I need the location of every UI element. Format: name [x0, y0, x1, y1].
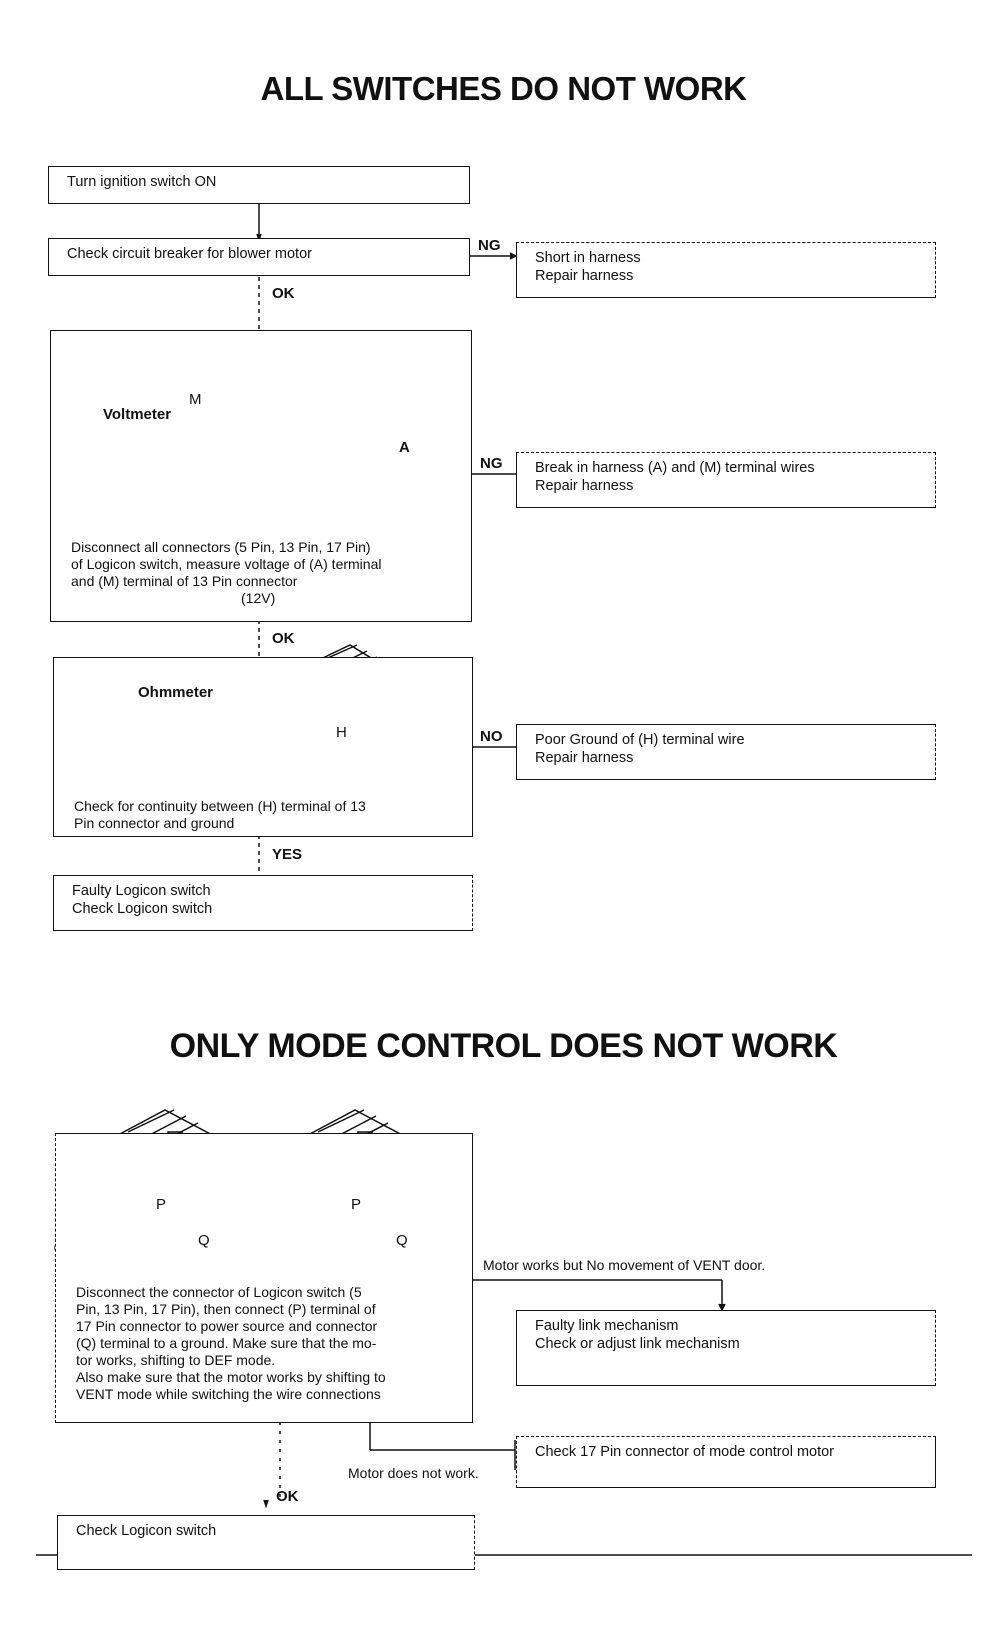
ok-label-2: OK: [272, 630, 295, 647]
step-ohmmeter-test: Ohmmeter H Check for continuity between …: [53, 657, 473, 837]
result-line-2: Repair harness: [535, 750, 634, 766]
caption-line-3: and (M) terminal of 13 Pin connector: [71, 573, 298, 589]
ohmmeter-label: Ohmmeter: [138, 684, 214, 701]
step-mode-motor-test: P Q P Q Disconnect the connector of Logi…: [55, 1133, 473, 1423]
ok-label-1: OK: [272, 285, 295, 302]
voltage-value: (12V): [241, 590, 276, 606]
step-text: Check Logicon switch: [76, 1523, 217, 1539]
step-line-1: Faulty Logicon switch: [72, 883, 211, 899]
section2-title: ONLY MODE CONTROL DOES NOT WORK: [169, 1027, 838, 1065]
result-line-1: Poor Ground of (H) terminal wire: [535, 732, 745, 748]
terminal-h-label: H: [336, 724, 347, 741]
terminal-q-label-2: Q: [396, 1232, 408, 1249]
result-text: Check 17 Pin connector of mode control m…: [535, 1444, 835, 1460]
step-faulty-logicon: Faulty Logicon switch Check Logicon swit…: [53, 875, 473, 931]
ohmmeter-caption: Check for continuity between (H) termina…: [74, 798, 366, 832]
result-line-2: Repair harness: [535, 478, 634, 494]
step-check-breaker: Check circuit breaker for blower motor: [48, 238, 470, 276]
result-line-1: Faulty link mechanism: [535, 1318, 679, 1334]
terminal-a-label: A: [399, 439, 410, 456]
branch-motor-not-work-label: Motor does not work.: [348, 1465, 479, 1481]
voltmeter-label: Voltmeter: [103, 406, 172, 423]
caption-line-1: Check for continuity between (H) termina…: [74, 798, 366, 814]
step-text: Turn ignition switch ON: [67, 174, 217, 190]
caption-line-1: Disconnect the connector of Logicon swit…: [76, 1284, 362, 1300]
caption-line-1: Disconnect all connectors (5 Pin, 13 Pin…: [71, 539, 371, 555]
result-short-harness: Short in harness Repair harness: [516, 242, 936, 298]
caption-line-2: of Logicon switch, measure voltage of (A…: [71, 556, 382, 572]
result-poor-ground: Poor Ground of (H) terminal wire Repair …: [516, 724, 936, 780]
result-line-1: Short in harness: [535, 250, 641, 266]
terminal-q-label-1: Q: [198, 1232, 210, 1249]
ng-label-2: NG: [480, 455, 503, 472]
caption-line-6: Also make sure that the motor works by s…: [76, 1369, 386, 1385]
ng-label-1: NG: [478, 237, 501, 254]
step-check-logicon: Check Logicon switch: [57, 1515, 475, 1570]
result-faulty-link: Faulty link mechanism Check or adjust li…: [516, 1310, 936, 1386]
result-line-2: Repair harness: [535, 268, 634, 284]
terminal-p-label-2: P: [351, 1196, 362, 1213]
no-label: NO: [480, 728, 503, 745]
yes-label: YES: [272, 846, 303, 863]
step-line-2: Check Logicon switch: [72, 901, 213, 917]
result-line-2: Check or adjust link mechanism: [535, 1336, 740, 1352]
section1-title: ALL SWITCHES DO NOT WORK: [260, 70, 747, 107]
step-text: Check circuit breaker for blower motor: [67, 246, 312, 262]
branch-motor-works-label: Motor works but No movement of VENT door…: [483, 1257, 766, 1273]
caption-line-4: (Q) terminal to a ground. Make sure that…: [76, 1335, 377, 1351]
voltmeter-caption: Disconnect all connectors (5 Pin, 13 Pin…: [71, 539, 381, 607]
terminal-m-label: M: [189, 391, 202, 408]
result-break-harness: Break in harness (A) and (M) terminal wi…: [516, 452, 936, 508]
step-voltmeter-test: Voltmeter M A Disconnect all connectors …: [50, 330, 472, 622]
result-check-17pin: Check 17 Pin connector of mode control m…: [516, 1436, 936, 1488]
step-turn-ignition: Turn ignition switch ON: [48, 166, 470, 204]
caption-line-2: Pin connector and ground: [74, 815, 235, 831]
terminal-p-label-1: P: [156, 1196, 167, 1213]
mode-test-caption: Disconnect the connector of Logicon swit…: [76, 1284, 386, 1403]
caption-line-2: Pin, 13 Pin, 17 Pin), then connect (P) t…: [76, 1301, 376, 1317]
caption-line-5: tor works, shifting to DEF mode.: [76, 1352, 276, 1368]
ok-label-3: OK: [276, 1488, 299, 1505]
caption-line-7: VENT mode while switching the wire conne…: [76, 1386, 381, 1402]
caption-line-3: 17 Pin connector to power source and con…: [76, 1318, 378, 1334]
result-line-1: Break in harness (A) and (M) terminal wi…: [535, 460, 815, 476]
